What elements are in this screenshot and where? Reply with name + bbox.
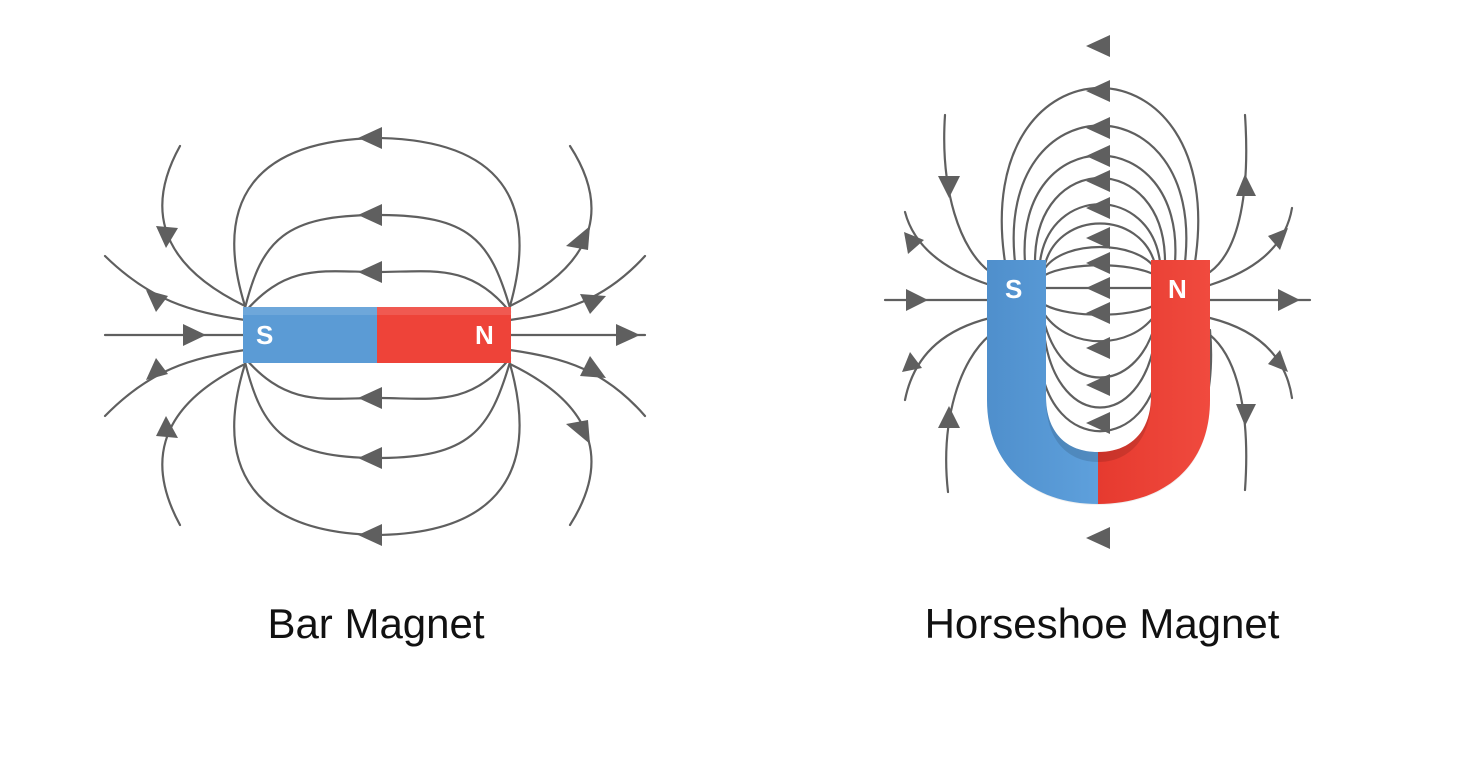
- bar-highlight: [243, 307, 511, 315]
- field-line: [1043, 245, 1157, 270]
- field-line: [103, 348, 247, 418]
- field-arrow: [1086, 277, 1110, 299]
- field-line: [1208, 113, 1248, 274]
- field-line: [508, 144, 593, 308]
- field-arrow: [1086, 170, 1110, 192]
- field-arrow: [156, 226, 178, 248]
- field-line: [903, 210, 992, 287]
- field-arrow: [1086, 412, 1110, 434]
- field-arrow: [1086, 302, 1110, 324]
- field-line: [1043, 323, 1157, 379]
- horseshoe-magnet-caption: Horseshoe Magnet: [924, 600, 1280, 647]
- field-line: [103, 254, 247, 322]
- field-line: [1043, 338, 1157, 409]
- field-arrow: [1086, 252, 1110, 274]
- field-arrow: [358, 204, 382, 226]
- field-line: [508, 348, 647, 418]
- field-arrow: [358, 127, 382, 149]
- field-arrow: [1086, 227, 1110, 249]
- field-arrow: [1086, 80, 1110, 102]
- field-arrow: [1086, 374, 1110, 396]
- horseshoe-magnet-field-lines: [883, 86, 1312, 504]
- field-arrow: [1086, 117, 1110, 139]
- field-arrow: [1086, 527, 1110, 549]
- field-arrow: [1278, 289, 1300, 311]
- field-arrow: [906, 289, 928, 311]
- field-line: [508, 254, 647, 322]
- north-pole-label: N: [1168, 274, 1187, 304]
- field-line: [943, 113, 992, 274]
- field-arrow: [146, 358, 168, 380]
- field-arrow: [183, 324, 206, 346]
- field-arrow: [358, 261, 382, 283]
- field-arrow: [1086, 35, 1110, 57]
- south-pole-label: S: [256, 320, 273, 350]
- field-arrow: [156, 416, 178, 438]
- field-arrow: [358, 387, 382, 409]
- south-pole-segment: [243, 307, 377, 363]
- field-arrow: [1268, 228, 1288, 250]
- field-arrow: [616, 324, 640, 346]
- horseshoe-north-arm: [1098, 260, 1210, 504]
- field-arrow: [904, 232, 924, 254]
- field-arrow: [1236, 404, 1256, 426]
- field-arrow: [580, 294, 606, 314]
- field-arrow: [1086, 197, 1110, 219]
- field-line: [1208, 316, 1294, 400]
- field-arrow: [938, 176, 960, 198]
- bar-magnet-body: S N: [243, 307, 511, 363]
- field-arrow: [1086, 145, 1110, 167]
- field-arrow: [580, 356, 606, 378]
- south-pole-label: S: [1005, 274, 1022, 304]
- field-arrow: [566, 226, 590, 250]
- field-arrow: [358, 447, 382, 469]
- field-arrow: [1268, 350, 1288, 372]
- field-arrow: [1086, 337, 1110, 359]
- field-arrow: [938, 406, 960, 428]
- north-pole-segment: [377, 307, 511, 363]
- bar-magnet-figure: S N: [103, 127, 647, 546]
- field-line: [243, 360, 512, 460]
- field-line: [945, 333, 992, 494]
- bar-magnet-arrows: [146, 127, 640, 546]
- field-line: [1043, 222, 1157, 266]
- horseshoe-magnet-figure: S N: [883, 35, 1312, 549]
- field-arrow: [566, 420, 590, 444]
- bar-magnet-caption: Bar Magnet: [267, 600, 485, 647]
- field-arrow: [1236, 174, 1256, 196]
- field-arrow: [358, 524, 382, 546]
- field-arrow: [902, 352, 922, 372]
- field-line: [1043, 313, 1157, 343]
- horseshoe-magnet-arrows: [902, 35, 1300, 549]
- field-line: [243, 213, 512, 310]
- field-line: [1033, 177, 1167, 264]
- horseshoe-south-arm: [987, 260, 1098, 504]
- horseshoe-magnet-body: S N: [987, 260, 1210, 505]
- field-line: [1208, 333, 1248, 492]
- field-line: [161, 362, 247, 527]
- field-arrow: [146, 290, 168, 312]
- field-line: [1208, 206, 1294, 287]
- field-line: [508, 362, 593, 527]
- north-pole-label: N: [475, 320, 494, 350]
- field-line: [903, 316, 992, 402]
- field-line: [161, 144, 247, 308]
